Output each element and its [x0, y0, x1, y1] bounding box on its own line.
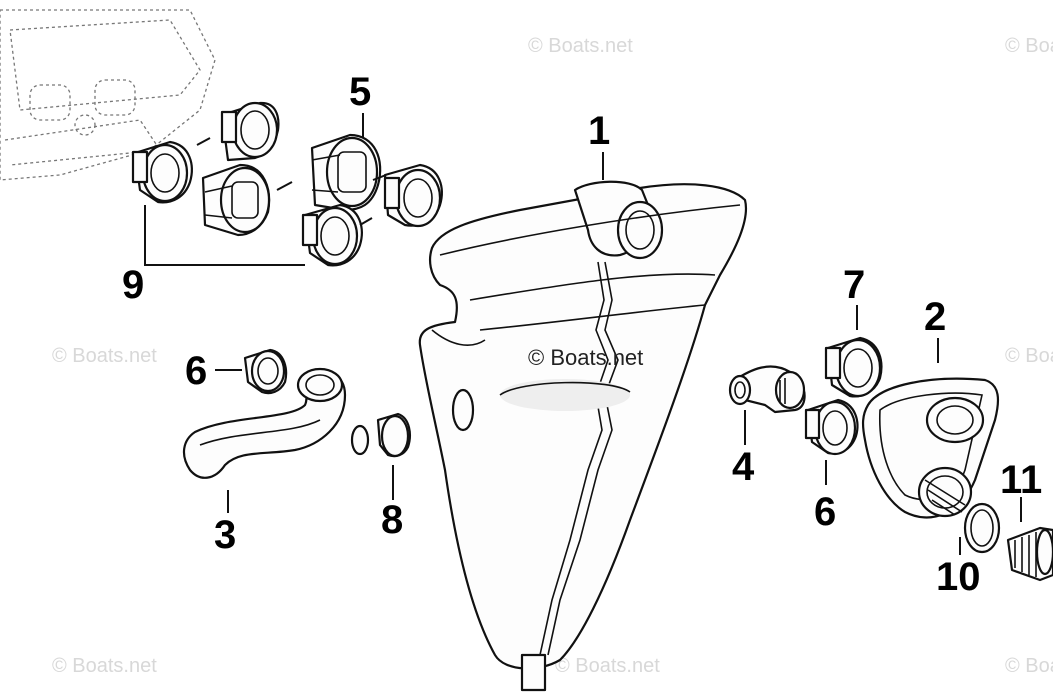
callout-2[interactable]: 2: [924, 295, 946, 339]
center-watermark: © Boats.net: [528, 345, 643, 370]
oil-tank[interactable]: [418, 180, 748, 692]
callout-11[interactable]: 11: [1000, 458, 1042, 502]
callout-6-upper[interactable]: 6: [185, 349, 207, 393]
callout-6-lower[interactable]: 6: [814, 490, 836, 534]
leader-lines: [144, 113, 1022, 555]
clamp-right-upper[interactable]: [824, 336, 883, 398]
watermark: © Boats.net: [1005, 345, 1053, 367]
watermark: © Boats.net: [555, 655, 660, 677]
drain-plug[interactable]: [1006, 526, 1053, 582]
callout-9[interactable]: 9: [122, 263, 144, 307]
watermark: © Boats.net: [528, 35, 633, 57]
clamps[interactable]: [131, 140, 363, 267]
small-clamp-hose-end[interactable]: [376, 412, 411, 458]
watermark: © Boats.net: [52, 655, 157, 677]
watermark: © Boats.net: [1005, 35, 1053, 57]
watermark: © Boats.net: [52, 345, 157, 367]
callout-7[interactable]: 7: [843, 263, 865, 307]
callout-5[interactable]: 5: [349, 70, 371, 114]
connector-sleeves[interactable]: [201, 101, 443, 237]
engine-block-ghost: [0, 9, 216, 181]
filler-flange[interactable]: [861, 377, 1000, 519]
elbow-fitting[interactable]: [728, 365, 806, 414]
callout-8[interactable]: 8: [381, 498, 403, 542]
watermarks: © Boats.net © Boats.net © Boats.net © Bo…: [52, 35, 1053, 677]
watermark: © Boats.net: [1005, 655, 1053, 677]
o-ring[interactable]: [963, 502, 1001, 554]
callout-10[interactable]: 10: [936, 555, 981, 599]
callout-3[interactable]: 3: [214, 513, 236, 557]
callout-4[interactable]: 4: [732, 445, 755, 489]
callout-labels: 1 2 3 4 5 6 6 7 8 9 10 11: [122, 70, 1042, 599]
small-clamp-upper[interactable]: [243, 348, 288, 395]
hose[interactable]: [182, 367, 370, 479]
callout-1[interactable]: 1: [588, 109, 610, 153]
clamp-right-lower[interactable]: [804, 398, 859, 456]
